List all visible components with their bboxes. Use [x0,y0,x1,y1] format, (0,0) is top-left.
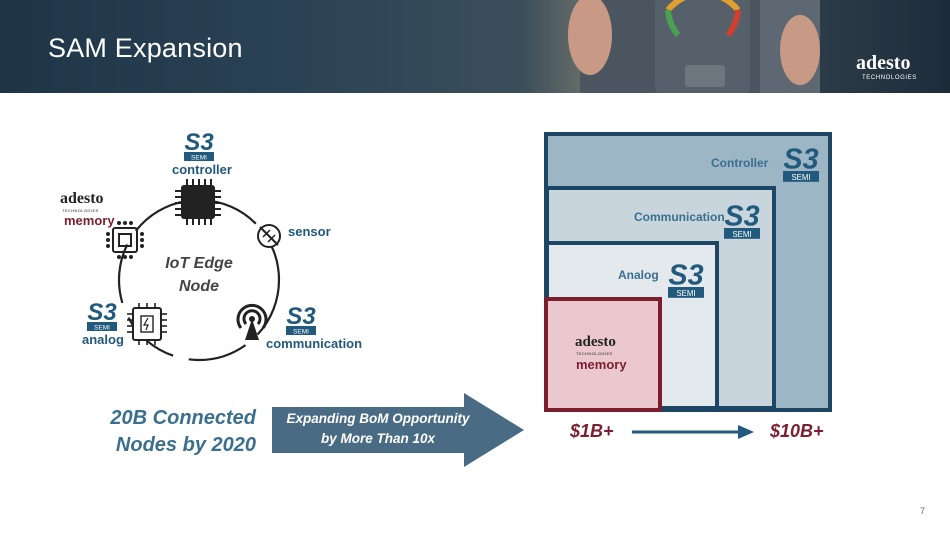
communication-label: communication [266,336,362,351]
adesto-box-logo: adesto [575,334,616,351]
adesto-box-logo-sub: TECHNOLOGIES [576,351,613,356]
iot-node-title-line2: Node [158,275,240,298]
svg-text:SEMI: SEMI [676,289,695,298]
analog-label: analog [82,332,124,347]
semi-logo-box-controller: S3 SEMI [783,142,819,182]
memory-label: memory [64,213,115,228]
controller-label: controller [172,162,232,177]
svg-text:S3: S3 [724,201,759,233]
from-value: $1B+ [570,421,614,442]
semi-logo-controller: S3 SEMI [184,128,214,161]
analog-box-label: Analog [618,268,659,282]
connected-nodes-text: 20B Connected Nodes by 2020 [88,405,256,459]
controller-chip-icon [173,177,223,227]
growth-arrow [632,424,756,440]
svg-text:S3: S3 [184,129,214,156]
svg-text:SEMI: SEMI [94,325,110,332]
iot-node-title: IoT Edge Node [158,252,240,298]
analog-chip-icon [127,303,167,345]
semi-logo-box-communication: S3 SEMI [724,199,760,239]
header-banner: SAM Expansion adesto TECHNOLOGIES [0,0,950,93]
svg-text:S3: S3 [668,260,703,292]
sensor-icon [254,221,284,251]
svg-text:SEMI: SEMI [191,155,207,162]
arrow-line2: by More Than 10x [278,429,478,449]
svg-text:SEMI: SEMI [791,173,810,182]
communication-box-label: Communication [634,210,725,224]
svg-text:S3: S3 [87,299,117,326]
arrow-line1: Expanding BoM Opportunity [278,409,478,429]
semi-logo-analog: S3 SEMI [87,298,117,331]
semi-logo-communication: S3 SEMI [286,302,316,335]
adesto-logo: adesto [856,52,910,75]
controller-box-label: Controller [711,156,768,170]
sensor-label: sensor [288,224,331,239]
svg-text:S3: S3 [286,303,316,330]
iot-node-title-line1: IoT Edge [158,252,240,275]
semi-logo-box-analog: S3 SEMI [668,258,704,298]
adesto-logo-sub: TECHNOLOGIES [862,75,917,81]
svg-text:SEMI: SEMI [293,329,309,336]
thermostat-photo [560,0,820,93]
page-number: 7 [920,506,925,516]
connected-line2: Nodes by 2020 [88,432,256,459]
memory-box-label: memory [576,357,627,372]
bom-arrow-text: Expanding BoM Opportunity by More Than 1… [278,409,478,449]
to-value: $10B+ [770,421,824,442]
svg-text:S3: S3 [783,144,818,176]
svg-text:SEMI: SEMI [732,230,751,239]
connected-line1: 20B Connected [88,405,256,432]
adesto-memory-logo: adesto [60,190,104,208]
page-title: SAM Expansion [48,33,243,64]
